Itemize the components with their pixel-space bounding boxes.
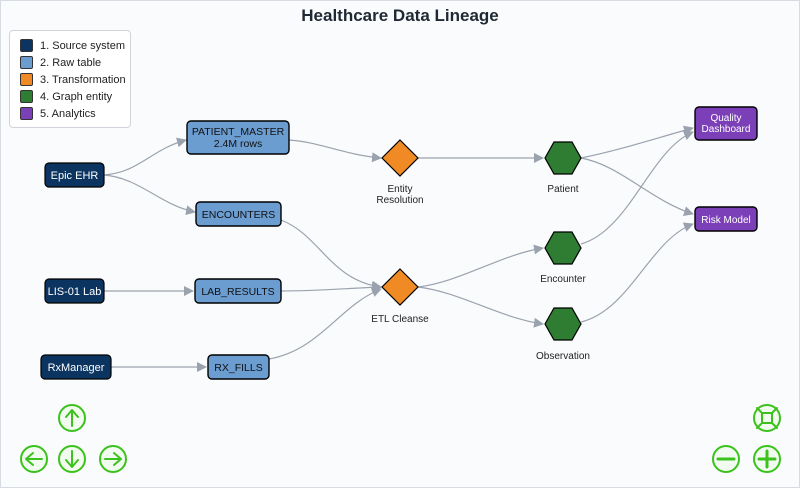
edge-observation-to-risk-model: [580, 222, 694, 323]
node-patient-master[interactable]: PATIENT_MASTER 2.4M rows: [186, 120, 290, 155]
edge-patient-to-quality-dashboard: [580, 125, 694, 159]
plus-icon: [757, 449, 777, 469]
node-label: RX_FILLS: [214, 362, 262, 374]
legend-label: 3. Transformation: [40, 73, 126, 86]
node-entity-resolution[interactable]: Entity Resolution: [376, 139, 424, 206]
node-label: LAB_RESULTS: [201, 286, 274, 298]
node-rx-fills[interactable]: RX_FILLS: [207, 354, 270, 380]
edge-encounters-to-etl: [280, 219, 382, 291]
legend-item-analytics: 5. Analytics: [20, 105, 130, 122]
edge-patient-to-risk-model: [580, 157, 694, 216]
arrow-left-icon: [25, 452, 43, 466]
edge-epic-to-encounters: [103, 174, 196, 216]
arrow-up-icon: [65, 409, 79, 427]
node-label: Encounter: [540, 274, 586, 285]
node-encounter[interactable]: Encounter: [540, 231, 586, 285]
node-label-line2: Resolution: [376, 195, 423, 206]
fit-screen-icon: [756, 407, 778, 429]
node-lis-01-lab[interactable]: LIS-01 Lab: [44, 278, 105, 304]
node-epic-ehr[interactable]: Epic EHR: [44, 162, 105, 188]
zoom-in-button[interactable]: [753, 445, 781, 473]
node-label-line1: Entity: [387, 184, 412, 195]
node-patient[interactable]: Patient: [544, 141, 582, 195]
edge-patient-master-to-entity-resolution: [288, 139, 382, 163]
legend: 1. Source system 2. Raw table 3. Transfo…: [9, 30, 131, 128]
legend-label: 1. Source system: [40, 39, 125, 52]
legend-swatch: [20, 39, 33, 52]
arrow-right-icon: [104, 452, 122, 466]
node-label: ENCOUNTERS: [202, 209, 276, 221]
diagram-title: Healthcare Data Lineage: [301, 6, 499, 25]
node-label: Patient: [547, 184, 578, 195]
pan-up-button[interactable]: [58, 404, 86, 432]
legend-item-transformation: 3. Transformation: [20, 71, 130, 88]
node-label: Risk Model: [701, 215, 750, 226]
pan-right-button[interactable]: [99, 445, 127, 473]
node-etl-cleanse[interactable]: ETL Cleanse: [371, 268, 429, 325]
node-label-line1: Quality: [710, 113, 741, 124]
legend-item-raw-table: 2. Raw table: [20, 54, 130, 71]
legend-swatch: [20, 56, 33, 69]
node-label-line2: Dashboard: [702, 124, 751, 135]
legend-swatch: [20, 90, 33, 103]
node-quality-dashboard[interactable]: Quality Dashboard: [694, 106, 758, 141]
zoom-out-button[interactable]: [712, 445, 740, 473]
legend-swatch: [20, 73, 33, 86]
node-encounters[interactable]: ENCOUNTERS: [195, 201, 282, 227]
node-label: PATIENT_MASTER: [192, 126, 285, 138]
node-rxmanager[interactable]: RxManager: [40, 354, 112, 380]
edge-encounter-to-quality-dashboard: [580, 130, 694, 245]
arrow-down-icon: [65, 450, 79, 468]
node-label: LIS-01 Lab: [48, 286, 102, 298]
node-label: ETL Cleanse: [371, 314, 429, 325]
edge-etl-to-encounter: [417, 244, 544, 288]
edge-lab-results-to-etl: [280, 282, 382, 293]
node-lab-results[interactable]: LAB_RESULTS: [194, 278, 282, 304]
legend-label: 4. Graph entity: [40, 90, 113, 103]
legend-label: 5. Analytics: [40, 107, 96, 120]
legend-label: 2. Raw table: [40, 56, 102, 69]
pan-down-button[interactable]: [58, 445, 86, 473]
node-sublabel: 2.4M rows: [214, 138, 262, 150]
legend-item-graph-entity: 4. Graph entity: [20, 88, 130, 105]
edge-epic-to-patient-master: [103, 137, 187, 176]
edge-rx-fills-to-etl: [268, 287, 382, 360]
node-label: RxManager: [48, 362, 105, 374]
legend-swatch: [20, 107, 33, 120]
node-label: Observation: [536, 351, 590, 362]
pan-left-button[interactable]: [20, 445, 48, 473]
edge-etl-to-observation: [417, 286, 544, 328]
fit-to-screen-button[interactable]: [753, 404, 781, 432]
legend-item-source-system: 1. Source system: [20, 37, 130, 54]
node-risk-model[interactable]: Risk Model: [694, 206, 758, 232]
node-label: Epic EHR: [51, 170, 99, 182]
node-observation[interactable]: Observation: [536, 307, 590, 362]
